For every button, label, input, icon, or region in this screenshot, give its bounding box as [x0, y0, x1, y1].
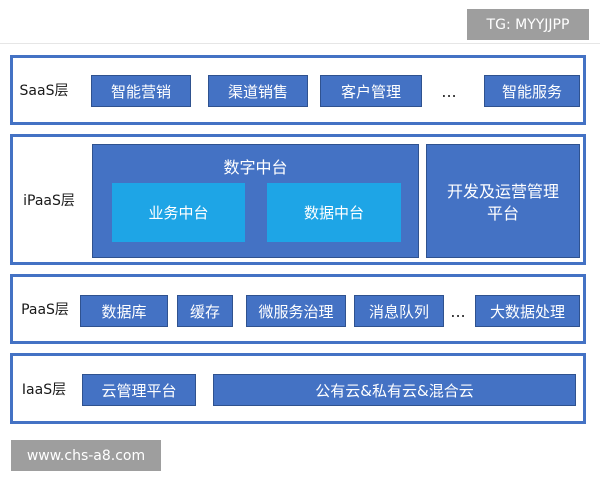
saas-item-channel-sales: 渠道销售 [208, 75, 308, 107]
ipaas-layer-label: iPaaS层 [23, 192, 75, 209]
saas-ellipsis: ... [441, 81, 457, 101]
iaas-item-cloud-management: 云管理平台 [82, 374, 196, 406]
paas-ellipsis: ... [450, 301, 466, 321]
saas-layer-label: SaaS层 [19, 83, 69, 99]
devops-platform-box: 开发及运营管理平台 [426, 144, 580, 258]
devops-platform-title: 开发及运营管理平台 [446, 182, 559, 223]
iaas-layer-label: IaaS层 [21, 381, 67, 398]
saas-item-smart-service: 智能服务 [484, 75, 580, 107]
saas-item-customer-management: 客户管理 [320, 75, 422, 107]
paas-item-cache: 缓存 [177, 295, 233, 327]
paas-item-big-data-processing: 大数据处理 [475, 295, 580, 327]
digital-center-title: 数字中台 [223, 158, 288, 177]
data-center-box: 数据中台 [267, 183, 401, 242]
saas-item-smart-marketing: 智能营销 [91, 75, 191, 107]
paas-item-microservice-governance: 微服务治理 [246, 295, 346, 327]
paas-layer: PaaS层 数据库 缓存 微服务治理 消息队列 ... 大数据处理 [10, 274, 586, 344]
ipaas-layer: iPaaS层 数字中台 业务中台 数据中台 开发及运营管理平台 [10, 134, 586, 265]
iaas-layer: IaaS层 云管理平台 公有云&私有云&混合云 [10, 353, 586, 424]
paas-item-message-queue: 消息队列 [354, 295, 444, 327]
paas-layer-label: PaaS层 [21, 302, 69, 318]
watermark-top: TG: MYYJJPP [467, 9, 589, 40]
divider [0, 43, 600, 44]
digital-center-box: 数字中台 业务中台 数据中台 [92, 144, 419, 258]
paas-item-database: 数据库 [80, 295, 168, 327]
watermark-bottom: www.chs-a8.com [11, 440, 161, 471]
saas-layer: SaaS层 智能营销 渠道销售 客户管理 ... 智能服务 [10, 55, 586, 125]
iaas-item-hybrid-cloud: 公有云&私有云&混合云 [213, 374, 576, 406]
business-center-box: 业务中台 [112, 183, 245, 242]
